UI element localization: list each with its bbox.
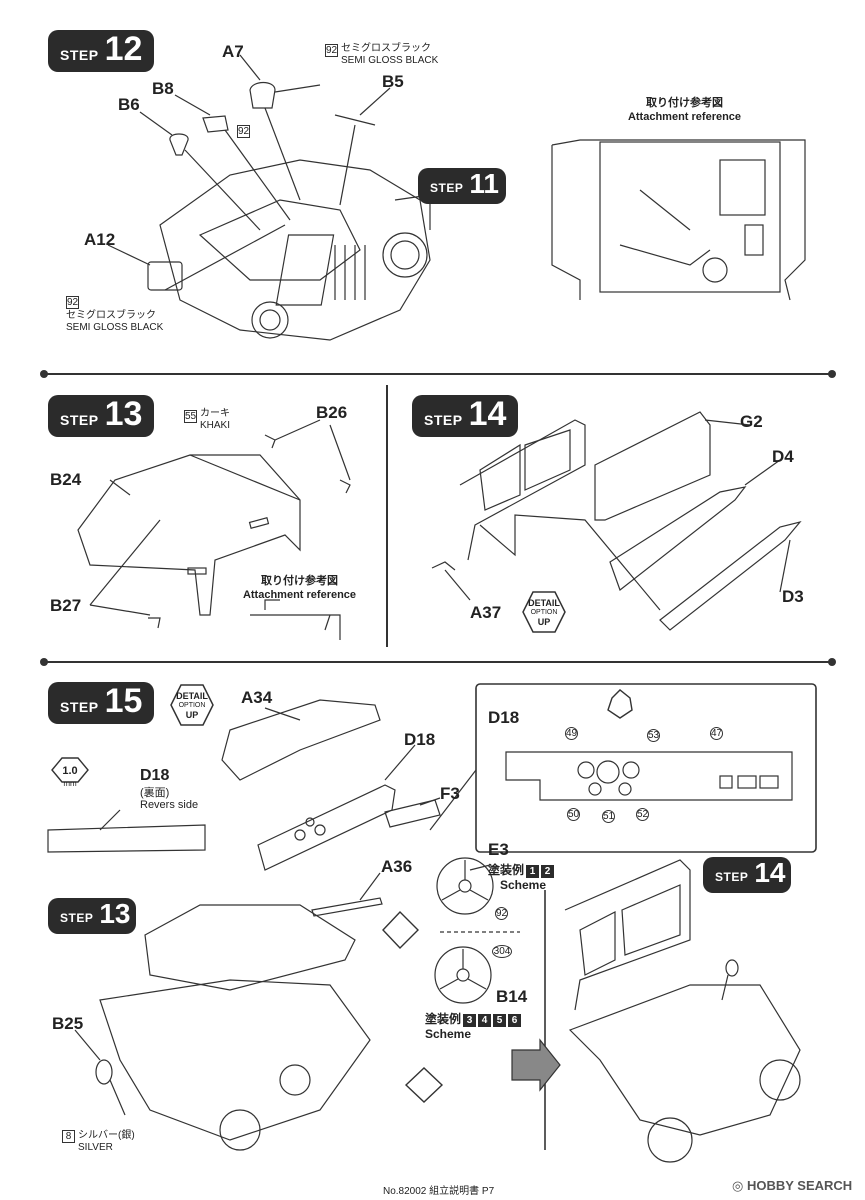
part-a36-label: A36	[381, 857, 413, 876]
paint-code: 92	[237, 125, 250, 138]
paint-note-silver: シルバー(銀)SILVER	[78, 1130, 135, 1153]
section-divider	[44, 661, 832, 663]
step-number: 15	[104, 682, 143, 720]
part-d18-reverse-label: D18	[140, 767, 170, 784]
scheme-label-1: Scheme	[500, 878, 547, 892]
page-footer: No.82002 組立説明書 P7	[383, 1186, 495, 1197]
watermark-logo: ◎ HOBBY SEARCH	[732, 1178, 853, 1193]
scheme-label-2: Scheme	[425, 1027, 472, 1041]
step-number: 13	[99, 898, 131, 929]
gauge-paint-53: 53	[647, 729, 660, 742]
part-d18-box-label: D18	[488, 708, 520, 727]
reverse-side-note: (裏面)Revers side	[140, 787, 199, 811]
part-b27-label: B27	[50, 596, 82, 615]
step-13-ref-badge: STEP 13	[48, 898, 136, 934]
part-b8-label: B8	[152, 79, 174, 98]
paint-code: 304	[492, 945, 512, 958]
leader-lines	[74, 54, 791, 1061]
gauge-paint-51: 51	[602, 810, 615, 823]
part-b6-label: B6	[118, 95, 140, 114]
step12-engine-drawing	[147, 81, 431, 341]
drill-size: 1.0	[62, 765, 78, 777]
step15-assembly-drawing	[47, 699, 801, 1163]
divider-dot	[828, 658, 836, 666]
paint-code: 92	[325, 44, 338, 57]
step-14-ref-badge: STEP 14	[703, 857, 791, 893]
part-a7-label: A7	[222, 42, 244, 61]
part-d3-label: D3	[782, 587, 804, 606]
step-11-badge: STEP 11	[418, 168, 506, 204]
paint-code: 8	[62, 1130, 75, 1143]
part-a12-label: A12	[84, 230, 116, 249]
watermark-icon: ◎	[732, 1178, 747, 1193]
drill-unit: mm	[63, 779, 77, 788]
step-word: STEP	[60, 47, 99, 63]
part-b25-label: B25	[52, 1014, 84, 1033]
step-number: 14	[754, 857, 786, 888]
step-word: STEP	[60, 699, 99, 715]
part-b14-label: B14	[496, 987, 528, 1006]
step-word: STEP	[715, 870, 749, 884]
part-d4-label: D4	[772, 447, 794, 466]
paint-code: 55	[184, 410, 197, 423]
part-b5-label: B5	[382, 72, 404, 91]
step-word: STEP	[60, 911, 94, 925]
paint-code: 92	[66, 296, 79, 309]
part-g2-label: G2	[740, 412, 763, 431]
part-b26-label: B26	[316, 403, 348, 422]
step-15-badge: STEP 15	[48, 682, 154, 724]
gauge-paint-52: 52	[636, 808, 649, 821]
gauge-paint-50: 50	[567, 808, 580, 821]
step-13-badge: STEP 13	[48, 395, 154, 437]
step14-windshield-drawing	[431, 411, 802, 631]
part-a37-label: A37	[470, 603, 502, 622]
step15-dashboard-box	[429, 683, 817, 853]
gauge-paint-49: 49	[565, 727, 578, 740]
step-12-badge: STEP 12	[48, 30, 154, 72]
step-number: 11	[469, 168, 499, 199]
step-14-badge: STEP 14	[412, 395, 518, 437]
gauge-paint-47: 47	[710, 727, 723, 740]
part-e3-label: E3	[488, 840, 509, 859]
vertical-divider	[386, 385, 388, 647]
paint-code: 92	[495, 907, 508, 920]
part-a34-label: A34	[241, 688, 273, 707]
part-b24-label: B24	[50, 470, 82, 489]
section-divider	[44, 373, 832, 375]
step-word: STEP	[430, 181, 464, 195]
part-f3-label: F3	[440, 784, 460, 803]
step-number: 12	[104, 30, 143, 68]
step-number: 13	[104, 395, 143, 433]
divider-dot	[828, 370, 836, 378]
step-word: STEP	[60, 412, 99, 428]
step-word: STEP	[424, 412, 463, 428]
part-d18-label: D18	[404, 730, 436, 749]
step12-reference-drawing	[551, 139, 806, 301]
step-number: 14	[468, 395, 507, 433]
